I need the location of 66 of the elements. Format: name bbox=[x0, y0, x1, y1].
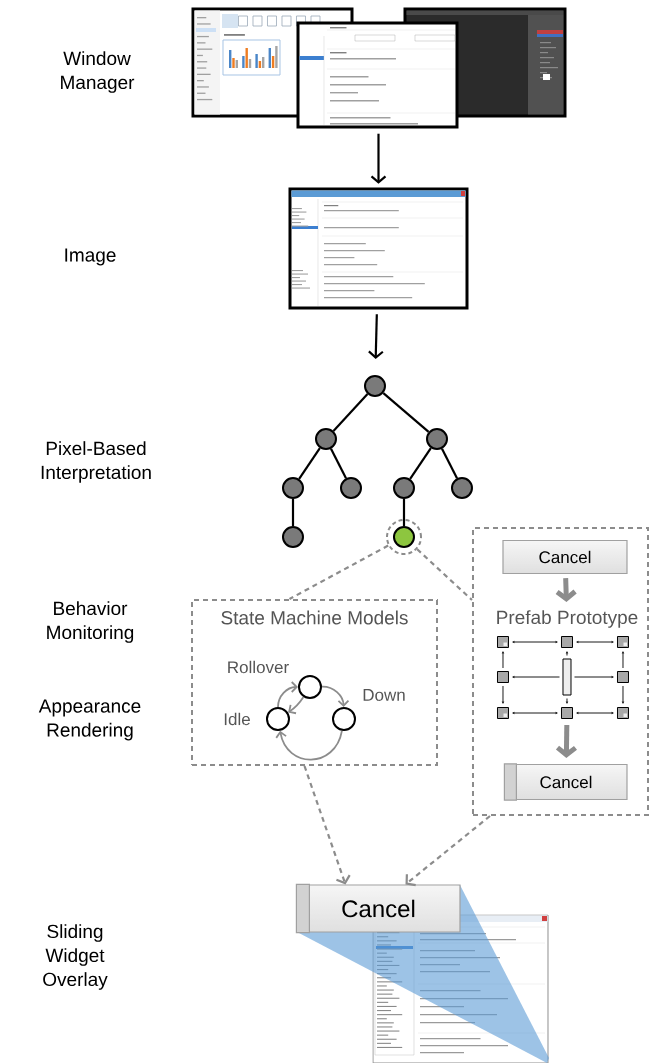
tree-line bbox=[330, 448, 347, 479]
prefab-square bbox=[617, 707, 629, 719]
window-screenshots-drawing bbox=[191, 7, 567, 129]
double-arrow bbox=[576, 640, 614, 644]
prefab-square bbox=[617, 671, 629, 683]
double-arrow bbox=[576, 711, 614, 715]
tree-node bbox=[282, 477, 304, 499]
window-screenshot-drawing bbox=[288, 187, 469, 310]
tree-node bbox=[340, 477, 362, 499]
tree-line bbox=[298, 447, 321, 480]
tree-node bbox=[282, 526, 304, 548]
arrow bbox=[501, 651, 505, 669]
arrow bbox=[277, 681, 298, 708]
arrow bbox=[621, 651, 625, 669]
arrow bbox=[565, 698, 569, 704]
tree-line bbox=[402, 499, 406, 526]
cancel-button: Cancel bbox=[295, 883, 461, 934]
arrow bbox=[621, 685, 625, 704]
arrow bbox=[501, 685, 505, 704]
stage-label: Appearance Rendering bbox=[38, 699, 141, 741]
tree-line bbox=[291, 499, 295, 526]
chevron-arrow bbox=[555, 724, 577, 758]
prefab-square bbox=[497, 671, 509, 683]
state-label: Down bbox=[363, 689, 405, 701]
chevron-arrow bbox=[555, 578, 577, 602]
tree-line bbox=[409, 447, 432, 480]
cancel-button: Cancel bbox=[503, 763, 628, 801]
arrow bbox=[370, 133, 387, 184]
arrow bbox=[512, 675, 560, 679]
tree-node bbox=[393, 477, 415, 499]
tree-node bbox=[451, 477, 473, 499]
double-arrow bbox=[512, 711, 558, 715]
arrow bbox=[368, 314, 384, 359]
stage-label: Image bbox=[65, 248, 116, 266]
arrow bbox=[288, 696, 305, 715]
prefab-bar bbox=[562, 658, 572, 696]
dashed-line bbox=[288, 544, 389, 600]
tree-node bbox=[315, 428, 337, 450]
dashed-arrow bbox=[303, 765, 351, 885]
arrow bbox=[321, 685, 350, 707]
prefab-square bbox=[617, 636, 629, 648]
tree-node bbox=[426, 428, 448, 450]
arrow bbox=[565, 651, 569, 656]
tree-line bbox=[441, 448, 458, 479]
arrow bbox=[275, 729, 343, 761]
tree-line bbox=[382, 392, 430, 433]
tree-node bbox=[364, 375, 386, 397]
dashed-line bbox=[416, 548, 473, 601]
stage-label: Sliding Widget Overlay bbox=[43, 924, 108, 990]
tree-line bbox=[332, 393, 369, 432]
state-label: Rollover bbox=[228, 660, 289, 674]
stage-label: Behavior Monitoring bbox=[47, 601, 134, 643]
prefab-square bbox=[497, 636, 509, 648]
prototype-heading: Prefab Prototype bbox=[497, 610, 638, 628]
panel-heading: State Machine Models bbox=[221, 610, 408, 625]
dashed-arrow bbox=[405, 815, 491, 887]
dashed-panel bbox=[472, 527, 649, 816]
prefab-square bbox=[561, 636, 573, 648]
stage-label: Window Manager bbox=[61, 51, 135, 93]
arrow bbox=[574, 675, 614, 679]
prefab-square bbox=[497, 707, 509, 719]
cancel-button: Cancel bbox=[502, 539, 628, 575]
stage-label: Pixel-Based Interpretation bbox=[41, 441, 151, 483]
state-label: Idle bbox=[224, 712, 250, 726]
double-arrow bbox=[512, 640, 558, 644]
prefab-square bbox=[561, 707, 573, 719]
